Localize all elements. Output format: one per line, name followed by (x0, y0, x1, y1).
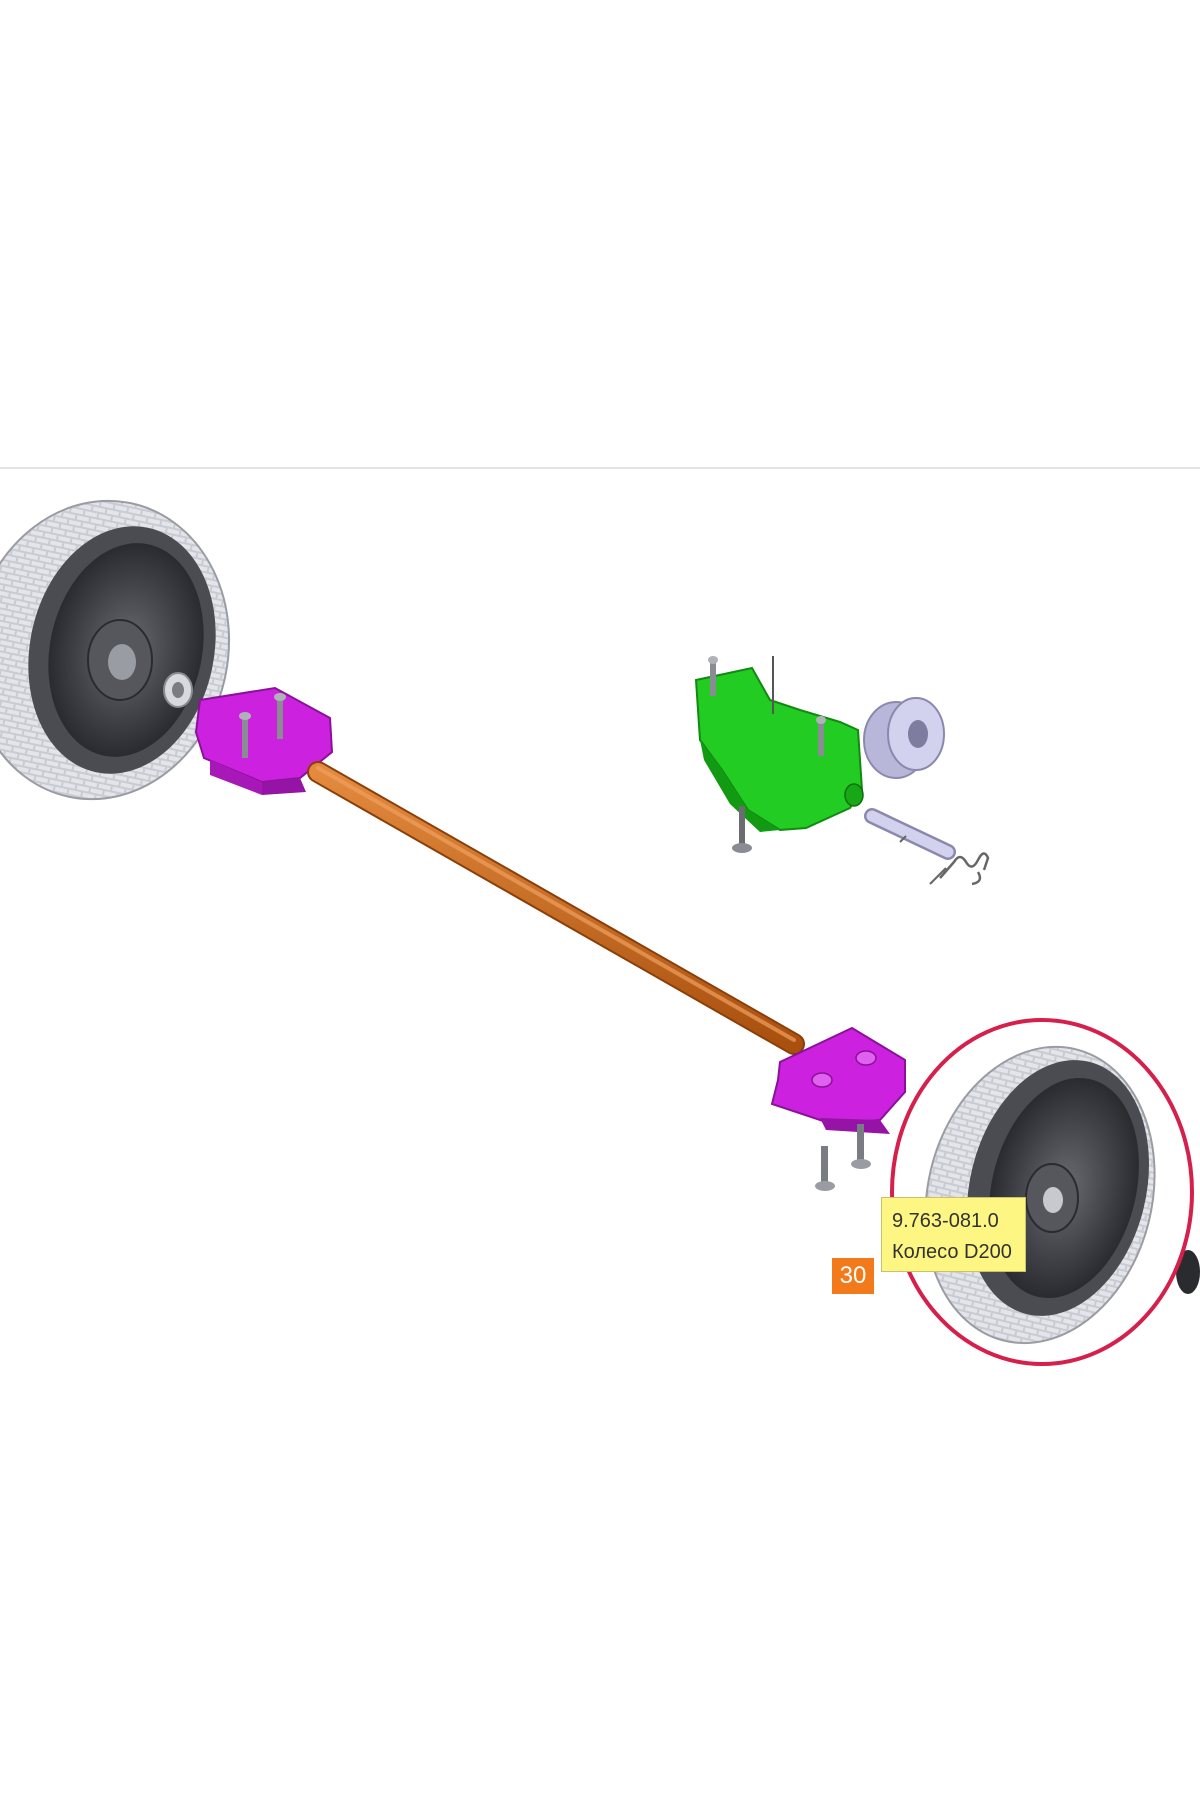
wheel-icon[interactable] (895, 1022, 1200, 1367)
screw-icon (708, 656, 718, 696)
screw-icon (732, 806, 752, 853)
screw-icon (815, 1146, 835, 1191)
part-name: Колесо D200 (892, 1241, 1012, 1263)
screw-icon (851, 1124, 871, 1169)
position-badge[interactable]: 30 (832, 1258, 874, 1294)
highlight-ring (890, 1018, 1194, 1366)
screw-icon (239, 712, 251, 758)
screw-icon (816, 716, 826, 756)
spring-icon (929, 852, 990, 886)
viewer-divider (0, 467, 1200, 469)
axle-rod[interactable] (307, 761, 805, 1055)
left-wheel[interactable] (0, 477, 256, 824)
pin[interactable] (864, 808, 956, 860)
roller[interactable] (863, 697, 945, 779)
left-mount-bracket[interactable] (194, 686, 334, 795)
handle-bracket[interactable] (694, 656, 864, 832)
screw-icon (274, 693, 286, 739)
part-number: 9.763-081.0 (892, 1210, 999, 1232)
part-tooltip: 9.763-081.0 Колесо D200 (881, 1197, 1026, 1272)
right-mount-bracket[interactable] (770, 1026, 906, 1134)
